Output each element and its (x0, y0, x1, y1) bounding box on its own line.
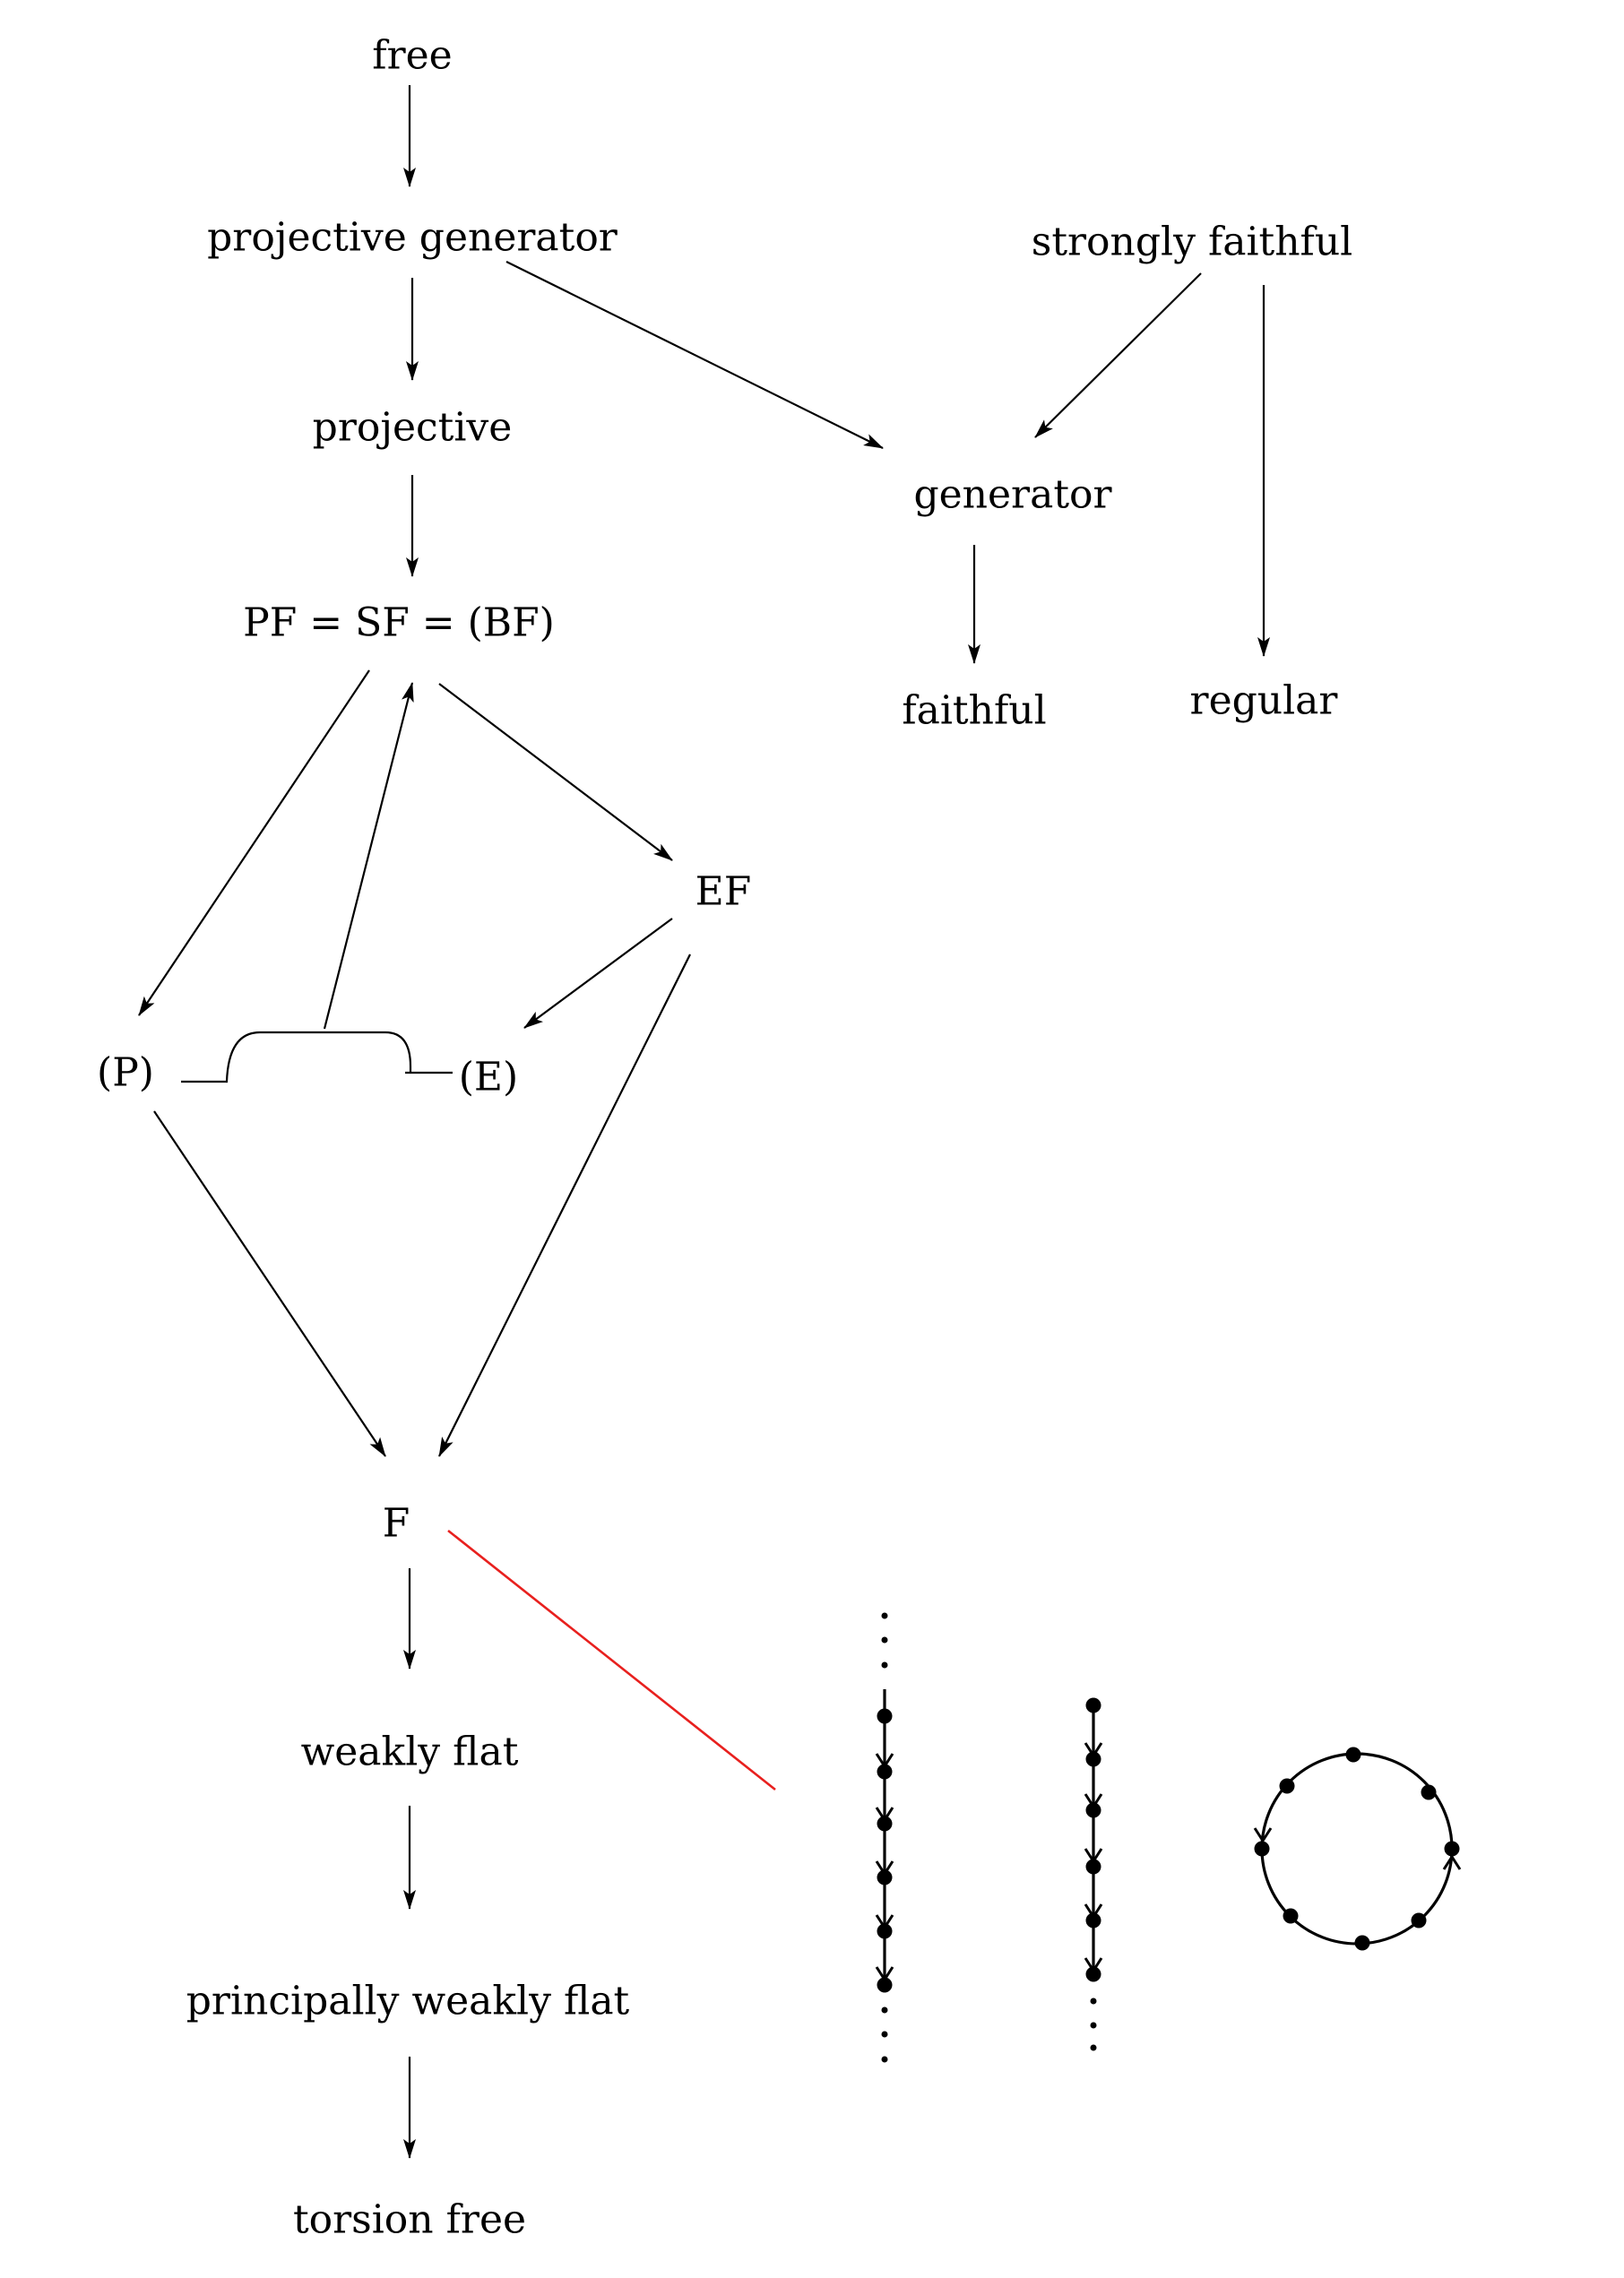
node-projective-generator: projective generator (207, 215, 618, 261)
bracket-p-e (181, 1031, 453, 1083)
arrow-projective-generator-to-generator (505, 261, 884, 449)
chain-ellipsis-top (881, 1612, 888, 1669)
graph-one-way-chain (1084, 1697, 1103, 2051)
ray-chevrons (1084, 1742, 1103, 1973)
ray-ellipsis-bottom (1090, 1998, 1097, 2051)
node-faithful: faithful (902, 688, 1046, 734)
chain-chevrons (875, 1753, 894, 1982)
graph-cycle (1253, 1747, 1462, 1951)
chain-ellipsis-bottom (881, 2006, 888, 2063)
node-generator: generator (913, 472, 1112, 518)
arrow-p-to-f (153, 1110, 386, 1457)
node-weakly-flat: weakly flat (301, 1730, 519, 1775)
arrow-pf-to-ef (438, 683, 673, 861)
cycle-chevrons (1253, 1827, 1462, 1870)
node-principally-weakly-flat: principally weakly flat (186, 1979, 630, 2024)
cycle-vertices (1254, 1747, 1460, 1951)
node-f: F (383, 1501, 410, 1547)
node-e: (E) (459, 1055, 518, 1100)
node-ef: EF (695, 869, 752, 915)
node-torsion-free: torsion free (293, 2197, 526, 2243)
arrow-strongly-faithful-to-generator (1034, 272, 1202, 438)
arrow-ef-to-e (523, 918, 673, 1029)
node-pf-sf-bf: PF = SF = (BF) (243, 600, 555, 646)
node-strongly-faithful: strongly faithful (1032, 220, 1353, 265)
node-free: free (372, 33, 452, 79)
arrows (138, 85, 1270, 2159)
node-projective: projective (313, 405, 513, 451)
ray-vertices (1085, 1697, 1101, 1982)
arrow-ef-to-f (438, 953, 691, 1457)
node-p: (P) (97, 1050, 154, 1096)
node-regular: regular (1190, 678, 1339, 724)
red-connector-line (447, 1529, 776, 1791)
arrow-pe-to-pf (323, 682, 414, 1030)
arrow-pf-to-p (138, 669, 370, 1016)
graph-bi-infinite-chain (875, 1612, 894, 2063)
chain-vertices (877, 1708, 893, 1993)
